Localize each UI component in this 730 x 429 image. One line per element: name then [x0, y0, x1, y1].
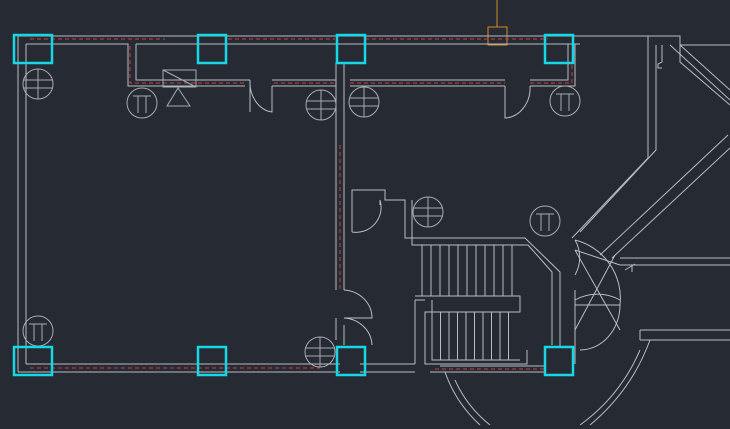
- hidden-lines: [30, 38, 573, 370]
- fixture-7: [529, 205, 561, 237]
- doors: [249, 79, 581, 346]
- structural-column-1[interactable]: [12, 33, 54, 65]
- fixture-5: [549, 85, 581, 117]
- equipment-box: [162, 69, 197, 107]
- fixture-4: [348, 86, 380, 118]
- fixture-9: [304, 336, 336, 368]
- fixture-6: [412, 196, 444, 228]
- east-wing-walls: [444, 36, 730, 426]
- columns[interactable]: [12, 33, 575, 377]
- exterior-walls: [17, 35, 681, 373]
- structural-column-5[interactable]: [12, 345, 54, 377]
- door-west-double: [343, 289, 373, 346]
- structural-column-3[interactable]: [335, 33, 367, 65]
- fixture-1: [22, 68, 54, 100]
- structural-column-4[interactable]: [543, 33, 575, 65]
- door-central: [351, 199, 382, 233]
- door-north-2: [504, 85, 531, 119]
- structural-column-7[interactable]: [335, 345, 367, 377]
- fixture-8: [22, 315, 54, 347]
- fixture-3: [305, 89, 337, 121]
- fixture-2: [126, 87, 158, 119]
- door-north-1: [249, 79, 273, 113]
- fixtures: [22, 68, 581, 368]
- door-east: [574, 239, 581, 276]
- structural-column-6[interactable]: [196, 345, 228, 377]
- structural-column-2[interactable]: [196, 33, 228, 65]
- structural-column-8[interactable]: [543, 345, 575, 377]
- stair-lower: [431, 312, 509, 360]
- insertion-marker[interactable]: [487, 0, 508, 46]
- stair-upper: [415, 245, 513, 297]
